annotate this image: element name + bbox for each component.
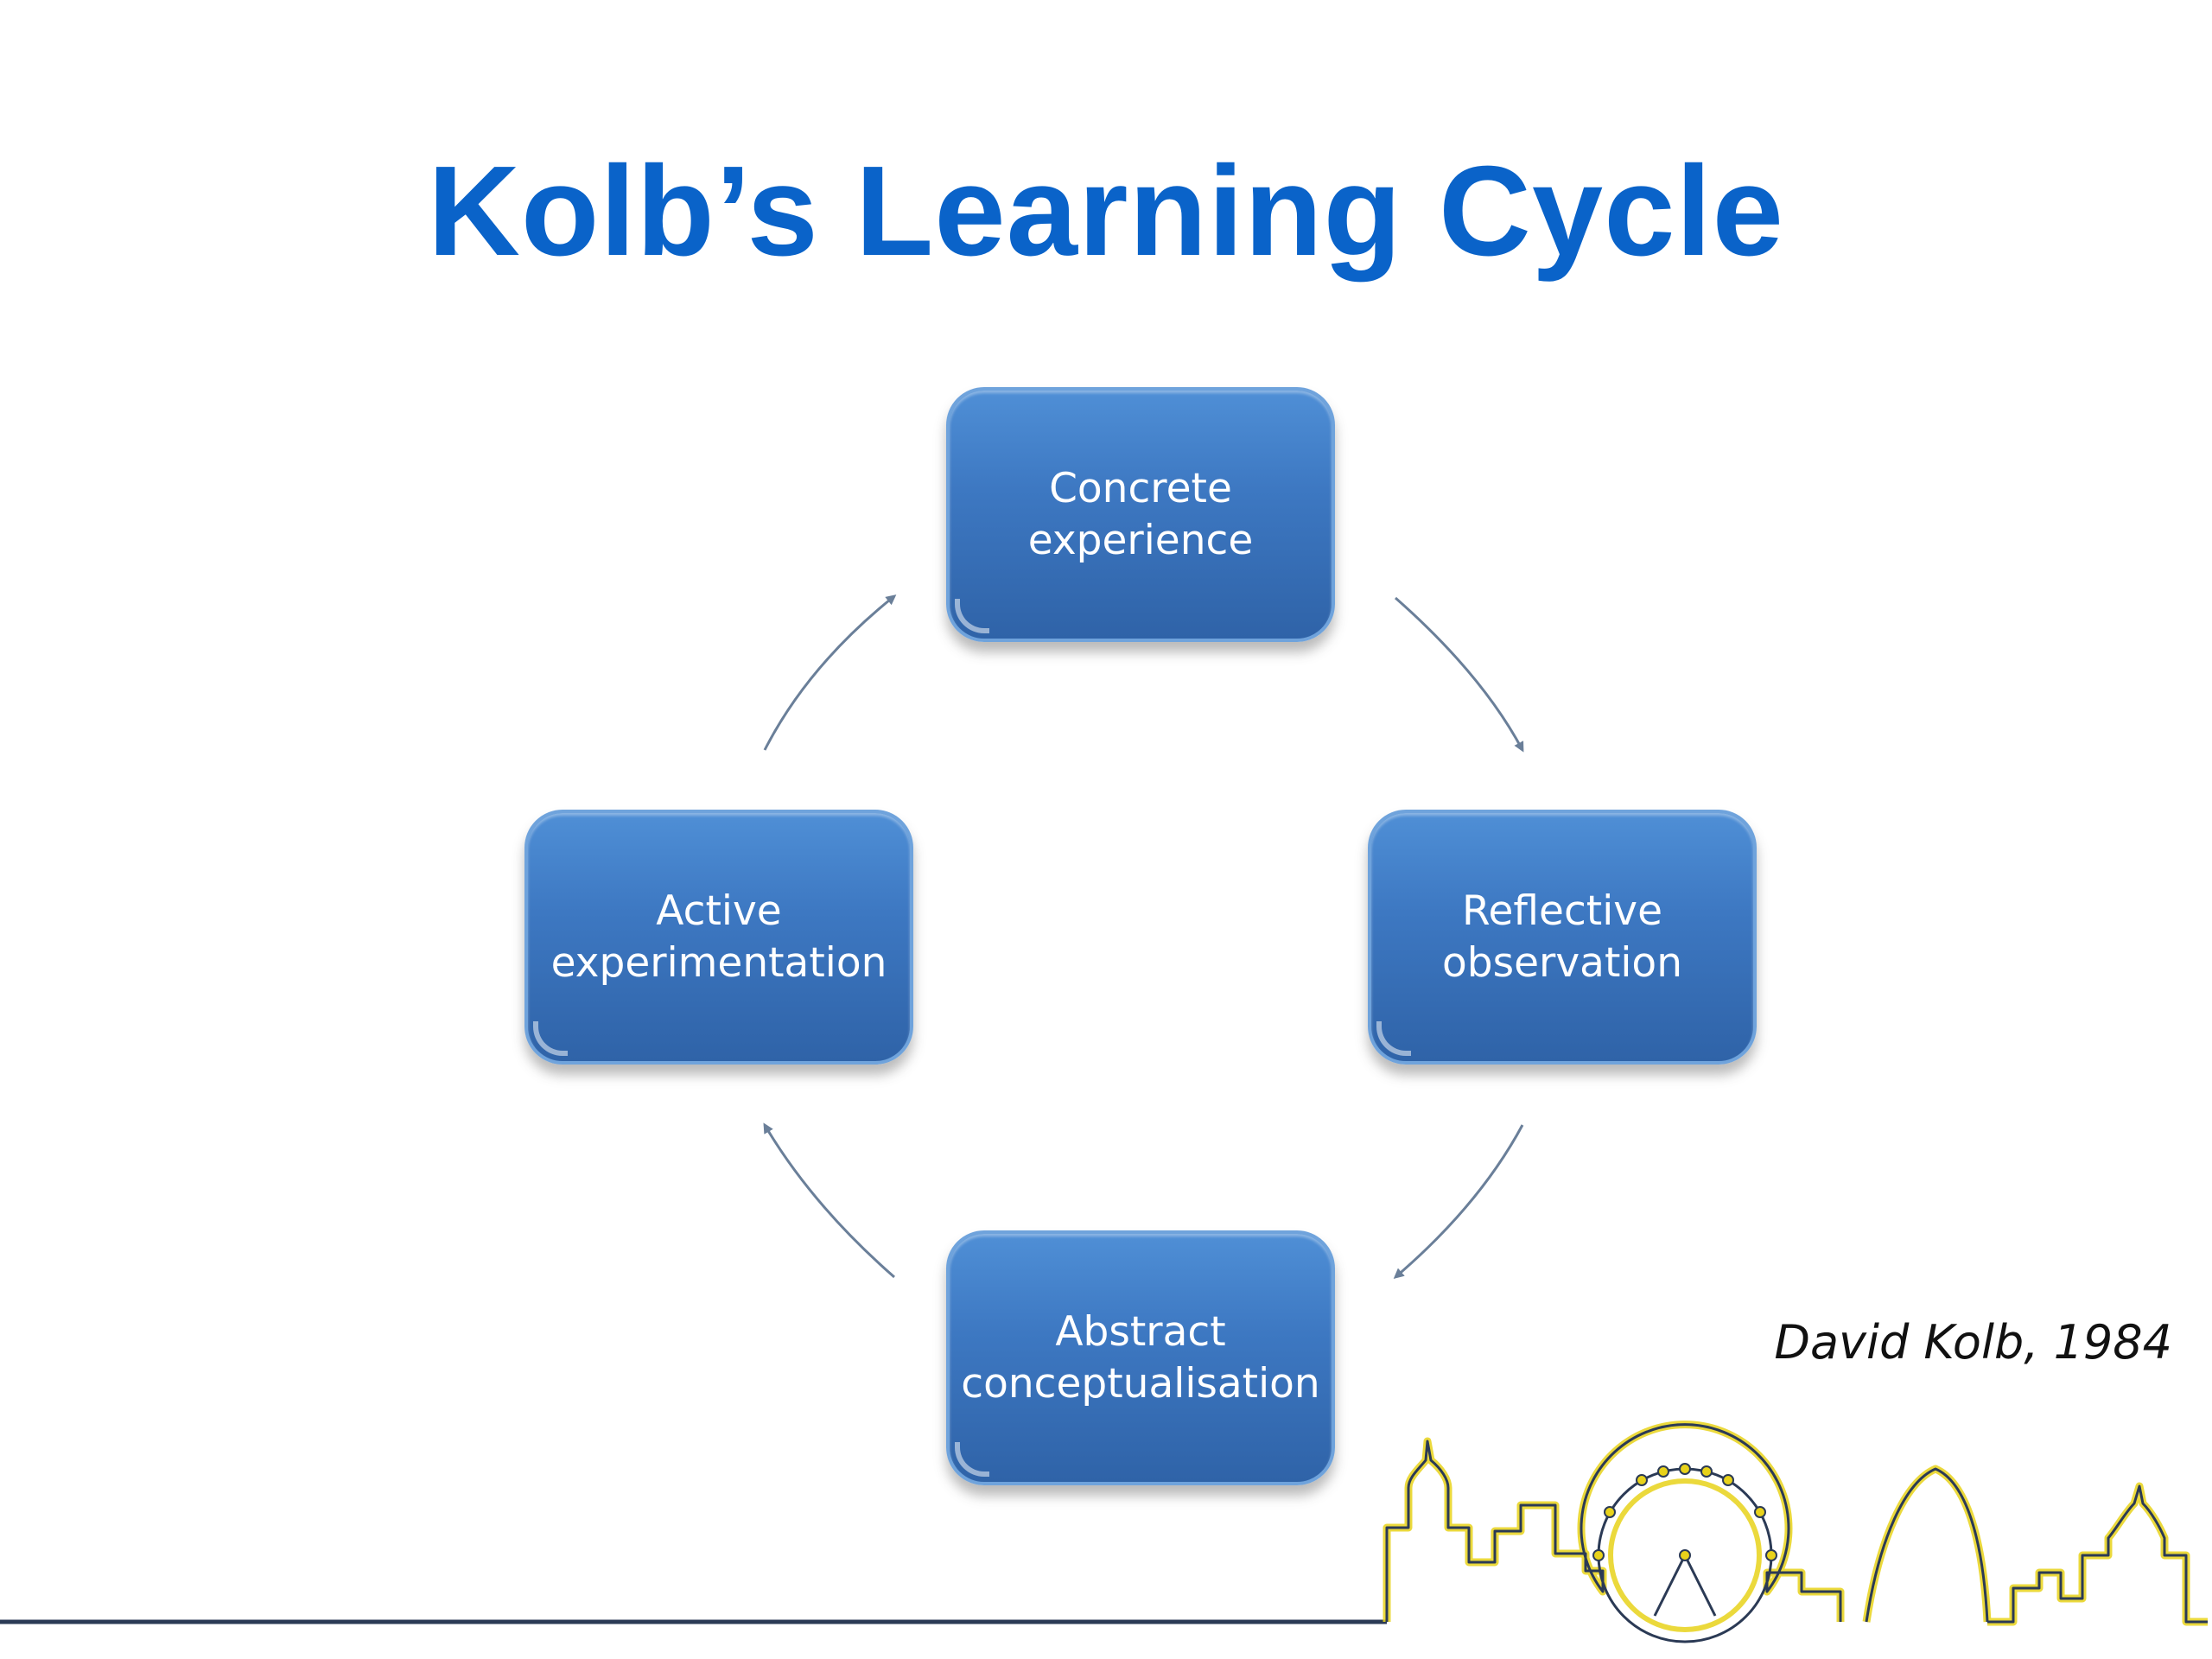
stage-label: Reflective observation: [1442, 887, 1682, 987]
stage-label: Concrete experience: [1027, 464, 1254, 564]
stage-active-experimentation: Active experimentation: [524, 810, 913, 1065]
stage-label: Active experimentation: [550, 887, 887, 987]
arrow-left-to-top: [763, 594, 897, 751]
page-title: Kolb’s Learning Cycle: [428, 140, 1784, 283]
stage-label: Abstract conceptualisation: [961, 1307, 1320, 1408]
stage-concrete-experience: Concrete experience: [946, 387, 1335, 642]
arrow-right-to-bottom: [1393, 1124, 1524, 1279]
stage-abstract-conceptualisation: Abstract conceptualisation: [946, 1230, 1335, 1485]
citation: David Kolb, 1984: [1774, 1315, 2172, 1370]
arrow-top-to-right: [1395, 596, 1524, 753]
stage-reflective-observation: Reflective observation: [1368, 810, 1757, 1065]
arrow-bottom-to-left: [763, 1122, 895, 1279]
